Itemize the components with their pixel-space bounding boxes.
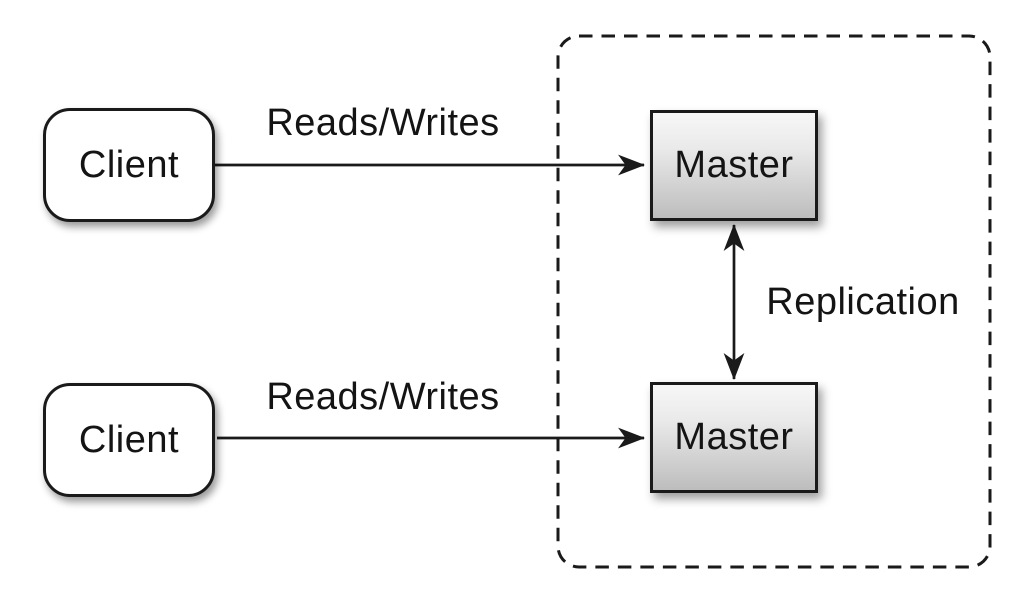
reads-writes-label-bottom: Reads/Writes bbox=[266, 376, 500, 418]
replication-label: Replication bbox=[766, 281, 960, 323]
master-node-bottom: Master bbox=[650, 382, 818, 493]
client-node-bottom: Client bbox=[43, 383, 215, 497]
client-node-top: Client bbox=[43, 108, 215, 222]
reads-writes-label-top: Reads/Writes bbox=[266, 102, 500, 144]
master-node-top: Master bbox=[650, 110, 818, 221]
master-node-top-label: Master bbox=[674, 144, 794, 186]
client-node-top-label: Client bbox=[78, 143, 180, 186]
master-node-bottom-label: Master bbox=[674, 416, 794, 458]
client-node-bottom-label: Client bbox=[78, 418, 180, 461]
